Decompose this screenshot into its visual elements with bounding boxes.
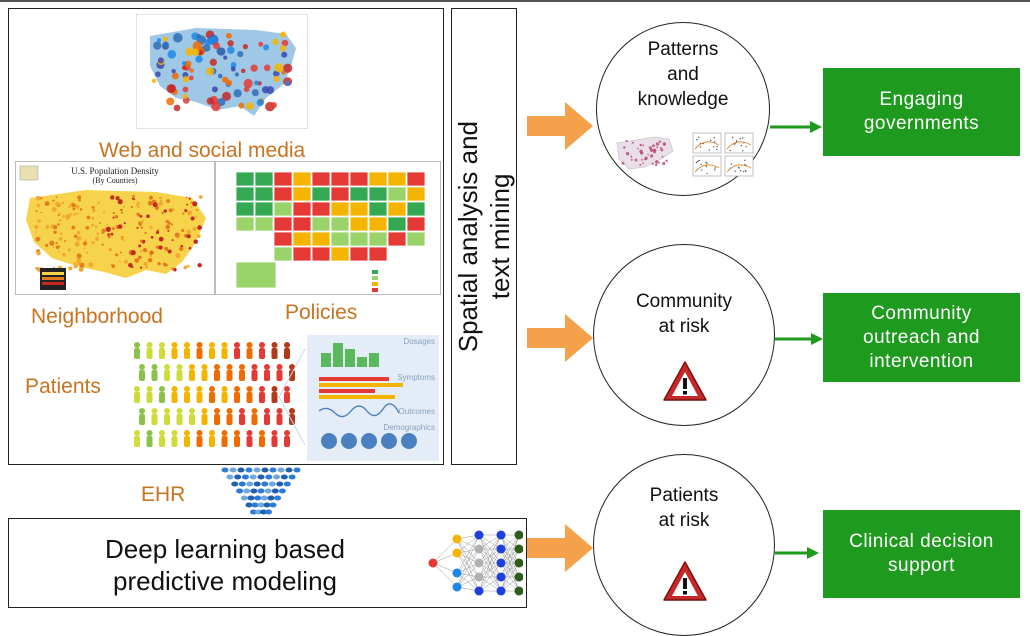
- patterns-knowledge-circle: Patterns and knowledge: [596, 22, 770, 196]
- social-media-map-image: [136, 14, 308, 129]
- action-2-line-2: outreach and: [863, 326, 980, 348]
- ehr-dosages-label: Dosages: [403, 337, 435, 346]
- action-3-line-2: support: [888, 555, 955, 576]
- orange-arrow-2: [527, 314, 593, 362]
- community-at-risk-circle: Community at risk: [593, 244, 775, 426]
- population-density-map: U.S. Population Density (By Counties): [15, 161, 215, 295]
- green-arrow-1: [770, 121, 822, 133]
- policies-map-graphic: [235, 171, 426, 292]
- warning-icon: [663, 361, 707, 401]
- circle-1-line-2: and: [667, 64, 699, 85]
- density-map-subtitle: (By Counties): [92, 176, 138, 185]
- deep-learning-line-2: predictive modeling: [112, 566, 337, 596]
- ehr-label: EHR: [141, 483, 186, 506]
- circle-3-line-2: at risk: [658, 510, 710, 531]
- deep-learning-line-1: Deep learning based: [105, 534, 345, 564]
- policies-label: Policies: [285, 301, 358, 324]
- warning-icon: [663, 561, 707, 601]
- density-map-title: U.S. Population Density: [71, 166, 159, 176]
- ehr-panel-graphic: [318, 343, 417, 449]
- data-sources-panel: Web and social media U.S. Population Den…: [8, 8, 444, 465]
- circle-1-line-3: knowledge: [637, 89, 729, 110]
- engaging-governments-box: Engaging governments: [823, 68, 1020, 156]
- density-map-graphic: [19, 165, 206, 290]
- spatial-analysis-text: Spatial analysis and text mining: [452, 121, 516, 352]
- spatial-analysis-line-2: text mining: [485, 173, 515, 300]
- patients-crowd-image: [134, 342, 305, 447]
- orange-arrow-3: [527, 524, 593, 572]
- action-3-line-1: Clinical decision: [849, 531, 994, 552]
- patients-at-risk-circle: Patients at risk: [593, 454, 775, 636]
- deep-learning-box: Deep learning based predictive modeling: [8, 518, 527, 608]
- ehr-data-panel: Dosages Symptoms Outcomes Demographics: [307, 335, 439, 461]
- ehr-outcomes-label: Outcomes: [398, 407, 435, 416]
- neighborhood-label: Neighborhood: [31, 305, 163, 328]
- circle-2-line-1: Community: [635, 291, 733, 312]
- circle-1-line-1: Patterns: [647, 39, 719, 60]
- top-border-line: [0, 0, 1030, 2]
- circle-3-line-1: Patients: [649, 485, 719, 506]
- orange-arrow-1: [527, 102, 593, 150]
- ehr-demographics-label: Demographics: [383, 423, 435, 432]
- action-1-line-1: Engaging: [879, 89, 964, 110]
- action-2-line-3: intervention: [869, 350, 974, 372]
- circle-2-line-2: at risk: [658, 316, 710, 337]
- web-social-media-label: Web and social media: [99, 139, 306, 162]
- patients-label: Patients: [25, 375, 101, 398]
- action-2-line-1: Community: [871, 302, 972, 324]
- action-1-line-2: governments: [863, 113, 980, 134]
- spatial-analysis-box: Spatial analysis and text mining: [451, 8, 517, 465]
- clinical-decision-support-box: Clinical decision support: [823, 510, 1020, 598]
- policies-map: [215, 161, 441, 295]
- spatial-analysis-line-1: Spatial analysis and: [453, 120, 483, 353]
- ehr-funnel-icon: [221, 467, 301, 515]
- green-arrow-3: [775, 547, 819, 559]
- deep-learning-text: Deep learning based predictive modeling: [95, 533, 355, 597]
- green-arrow-2: [775, 333, 823, 345]
- neural-network-icon: [428, 530, 523, 596]
- ehr-symptoms-label: Symptoms: [397, 373, 435, 382]
- patterns-thumbnails: [616, 132, 754, 177]
- community-outreach-box: Community outreach and intervention: [823, 293, 1020, 382]
